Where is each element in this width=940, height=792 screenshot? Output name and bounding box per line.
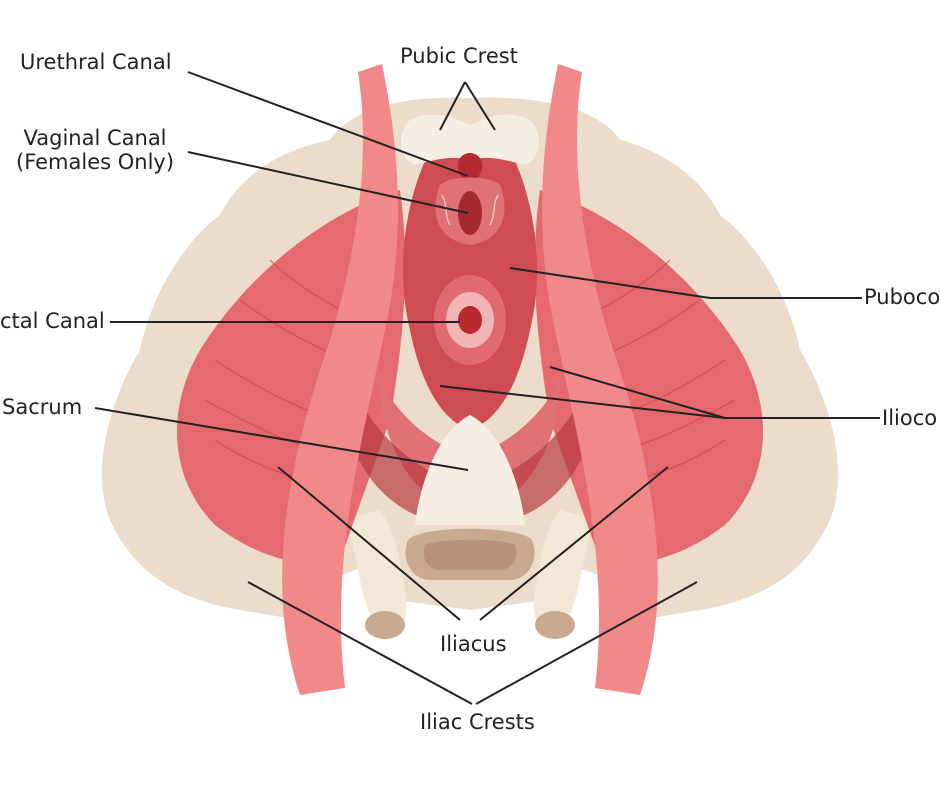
line-iliac-crest-left (247, 581, 473, 705)
line-iliacus-right (479, 466, 669, 621)
leader-lines (94, 71, 880, 705)
label-iliacus-text: Iliacus (440, 632, 507, 656)
muscle-fibers-left (204, 259, 381, 491)
line-sacrum (94, 407, 469, 471)
label-pubic-crest-text: Pubic Crest (400, 44, 518, 68)
label-iliococcygeus: Ilioco (882, 406, 937, 430)
label-vaginal-canal: Vaginal Canal (Females Only) (16, 126, 174, 174)
line-iliococcygeus-a (439, 385, 726, 419)
line-iliacus-left (277, 466, 461, 621)
label-pubic-crest: Pubic Crest (400, 44, 518, 68)
sacrum (415, 415, 525, 525)
label-sacrum-text: Sacrum (2, 395, 83, 419)
label-pubococcygeus-text: Puboco (864, 285, 940, 309)
label-rectal-canal: ctal Canal (0, 309, 105, 333)
pubic-crest-bone (400, 114, 540, 165)
sacrum-base-inner (423, 539, 517, 570)
label-vaginal-canal-line2: (Females Only) (16, 150, 175, 174)
iliac-band-left (282, 64, 398, 695)
vaginal-canal (458, 191, 482, 235)
label-iliac-crests-text: Iliac Crests (420, 710, 535, 734)
ischial-shadow-left (365, 611, 405, 639)
ischial-shadow-right (535, 611, 575, 639)
label-pubococcygeus: Puboco (864, 285, 940, 309)
label-iliacus: Iliacus (440, 632, 507, 656)
line-urethral (187, 71, 469, 177)
iliac-band-right (542, 64, 658, 695)
label-vaginal-canal-line1: Vaginal Canal (23, 126, 167, 150)
rectal-canal (458, 306, 482, 334)
line-vaginal (187, 151, 469, 214)
line-pubic-crest-right (464, 81, 496, 131)
label-iliococcygeus-text: Ilioco (882, 406, 938, 430)
ischial-bone-left (345, 510, 407, 633)
vaginal-folds (441, 194, 499, 226)
line-pubococcygeus (509, 267, 862, 299)
label-urethral-canal: Urethral Canal (20, 50, 172, 74)
label-urethral-canal-text: Urethral Canal (20, 50, 172, 74)
label-rectal-canal-text: ctal Canal (0, 309, 105, 333)
label-iliac-crests: Iliac Crests (420, 710, 535, 734)
label-sacrum: Sacrum (2, 395, 82, 419)
line-iliococcygeus-b (549, 366, 726, 419)
line-iliac-crest-right (475, 581, 698, 705)
line-pubic-crest-left (439, 81, 466, 131)
ischial-bone-right (533, 510, 595, 633)
